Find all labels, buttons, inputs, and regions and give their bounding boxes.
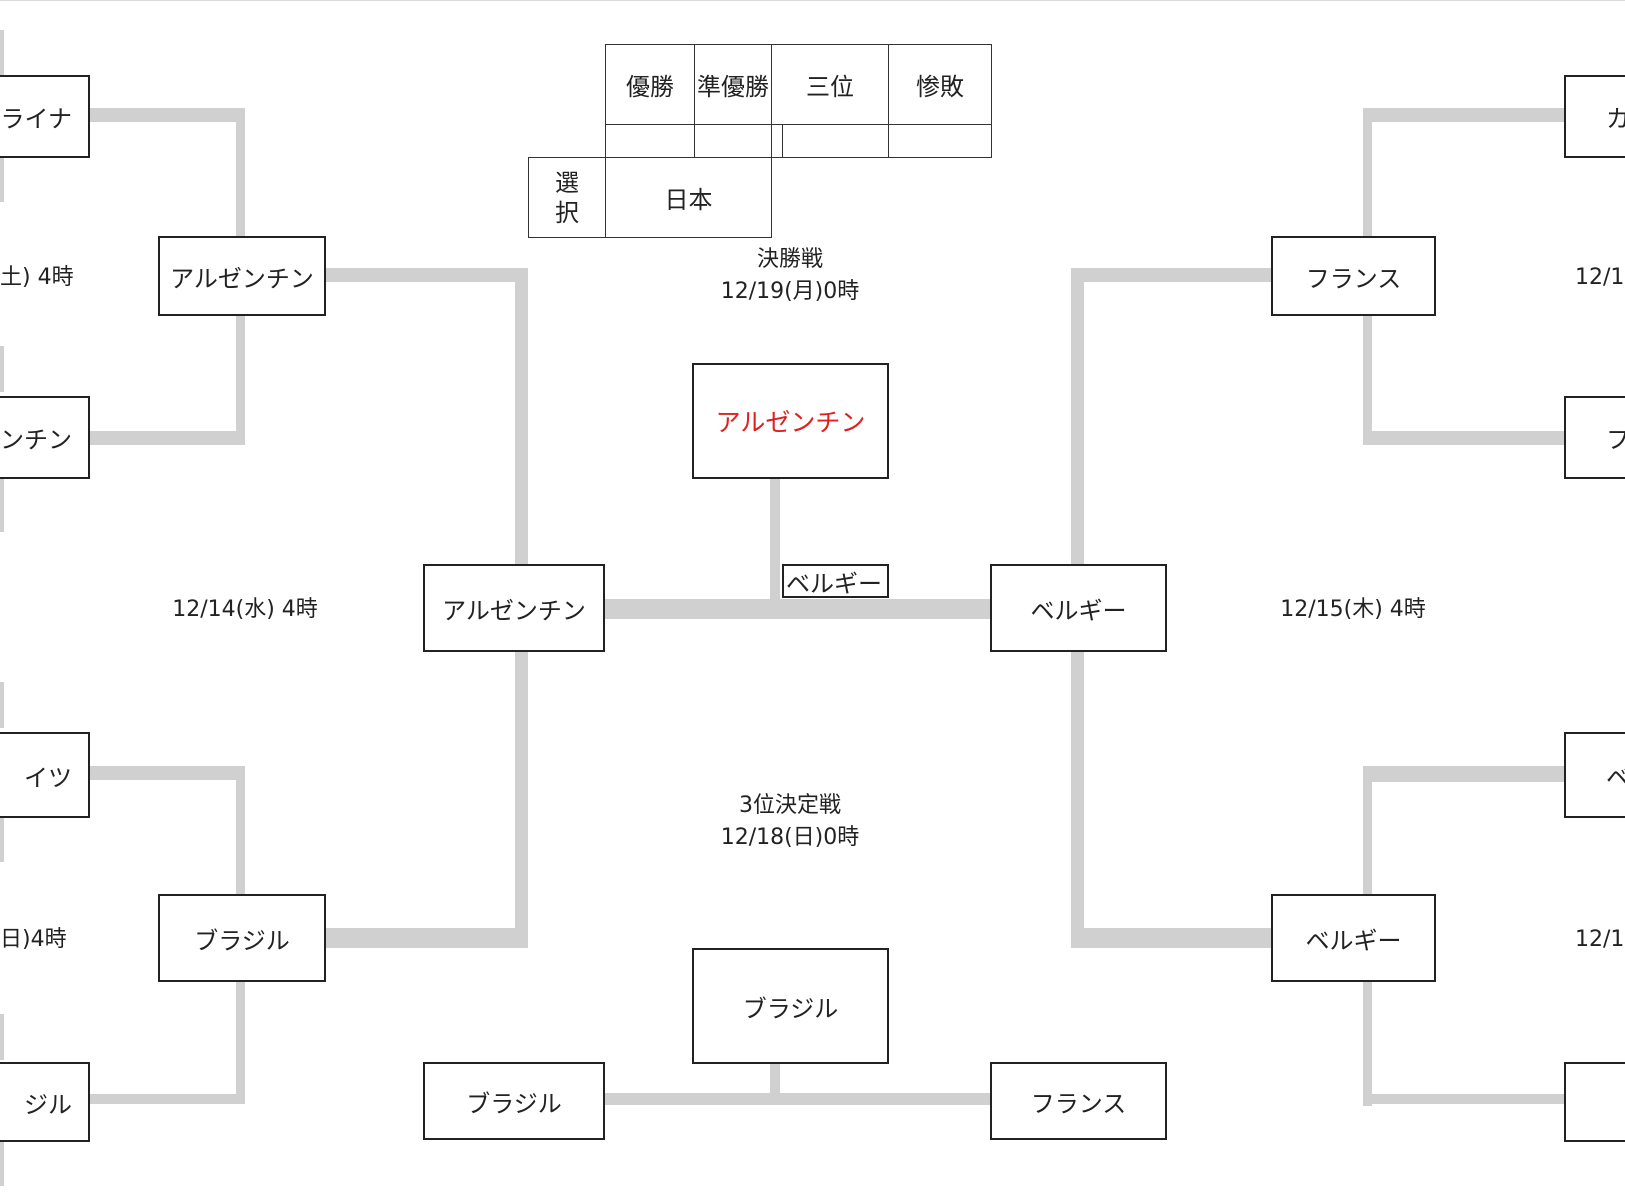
third-place-team-right[interactable]: フランス [990,1062,1167,1140]
right-r16-team-1[interactable]: カ [1564,75,1625,158]
legend-value-loss[interactable] [888,124,992,158]
legend-value-runner-up[interactable] [694,124,772,158]
third-place-team-left[interactable]: ブラジル [423,1062,605,1140]
left-r16-team-1[interactable]: ライナ [0,75,90,158]
third-place-winner-box[interactable]: ブラジル [692,948,889,1064]
right-date-1: 12/1 [1575,265,1625,290]
top-rule [0,0,1625,1]
left-date-1: 土) 4時 [0,265,74,290]
left-qf-team-2[interactable]: ブラジル [158,894,326,982]
left-r16-team-4[interactable]: ジル [0,1062,90,1142]
right-r16-team-3[interactable]: ベ [1564,732,1625,818]
left-r16-team-3[interactable]: イツ [0,732,90,818]
legend-header-champion: 優勝 [605,44,695,125]
right-date-3: 12/1 [1575,927,1625,952]
select-label-bottom: 択 [555,198,579,227]
right-r16-team-4[interactable] [1564,1062,1625,1142]
left-r16-team-2[interactable]: ンチン [0,396,90,479]
champion-box[interactable]: アルゼンチン [692,363,889,479]
legend-header-runner-up: 準優勝 [694,44,772,125]
right-qf-team-1[interactable]: フランス [1271,236,1436,316]
right-date-2: 12/15(木) 4時 [1280,597,1426,622]
third-place-title: 3位決定戦 [739,793,841,818]
final-pick-label[interactable]: ベルギー [782,564,889,598]
third-place-date: 12/18(日)0時 [720,825,860,850]
select-label-top: 選 [555,168,579,197]
final-title: 決勝戦 [756,247,823,272]
legend-value-third[interactable] [782,124,889,158]
left-qf-team-1[interactable]: アルゼンチン [158,236,326,316]
legend-value-champion[interactable] [605,124,695,158]
final-date: 12/19(月)0時 [720,279,860,304]
right-qf-team-2[interactable]: ベルギー [1271,894,1436,982]
right-r16-team-2[interactable]: フ [1564,396,1625,479]
select-label: 選 択 [528,157,606,238]
right-sf-team[interactable]: ベルギー [990,564,1167,652]
champion-name: アルゼンチン [715,408,866,437]
left-date-2: 12/14(水) 4時 [172,597,318,622]
left-date-3: 日)4時 [0,927,67,952]
legend-header-third: 三位 [771,44,889,125]
selected-team-cell[interactable]: 日本 [605,157,772,238]
legend-header-loss: 惨敗 [888,44,992,125]
left-sf-team[interactable]: アルゼンチン [423,564,605,652]
